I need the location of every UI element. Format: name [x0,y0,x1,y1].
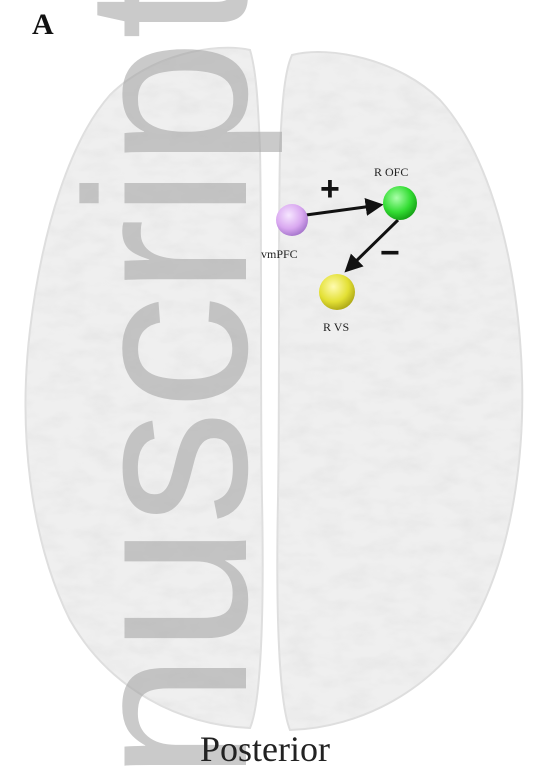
node-label-rofc: R OFC [374,165,408,179]
orientation-label: Posterior [200,728,330,770]
right-hemisphere [277,52,522,730]
node-label-rvs: R VS [323,320,349,334]
watermark-container: nuscript [62,0,282,781]
negative-sign: − [380,234,400,272]
panel-label: A [32,8,54,42]
positive-sign: + [320,170,340,208]
manuscript-watermark: nuscript [62,0,282,781]
